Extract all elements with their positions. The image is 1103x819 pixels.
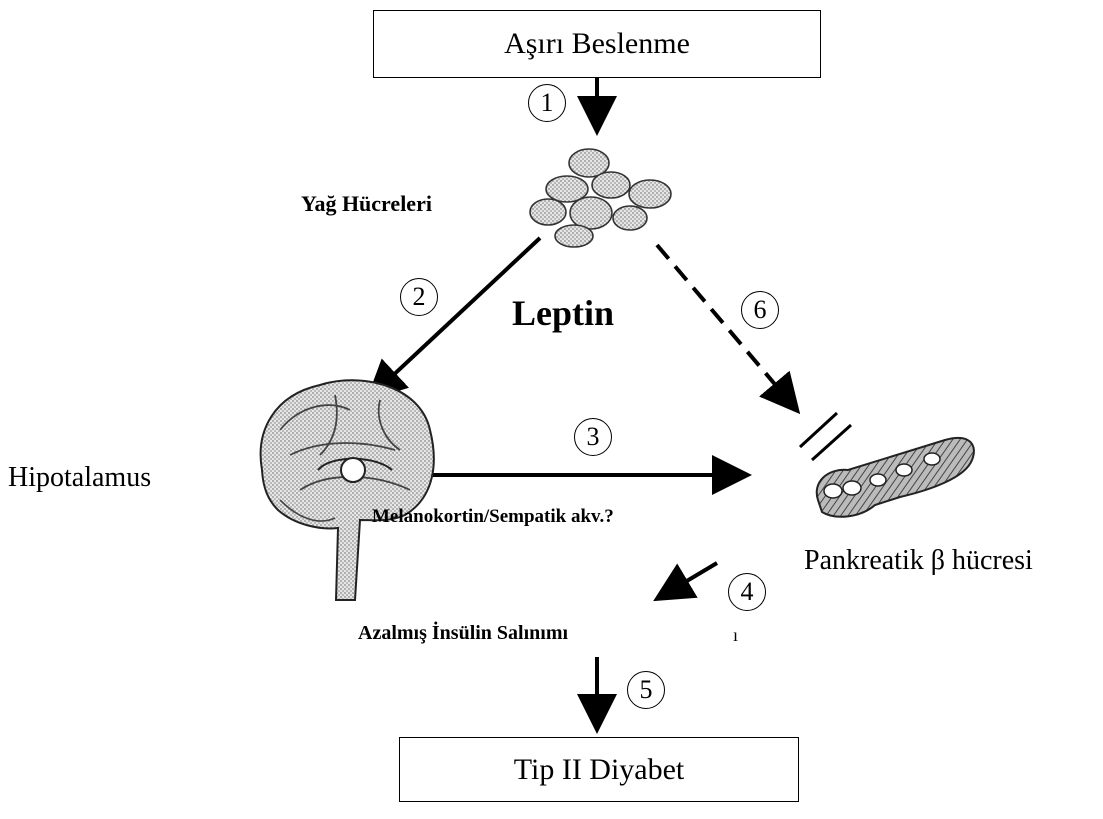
diabetes-box: Tip II Diyabet xyxy=(399,737,799,802)
stray-mark: ı xyxy=(733,625,738,646)
brain-image xyxy=(261,380,434,600)
pancreas-image xyxy=(817,438,974,517)
diabetes-label: Tip II Diyabet xyxy=(514,753,685,787)
fat-cells-image xyxy=(530,149,671,247)
step-6-marker: 6 xyxy=(741,291,779,329)
pancreas-label: Pankreatik β hücresi xyxy=(804,545,1033,577)
step-1-marker: 1 xyxy=(528,84,566,122)
arrow-6 xyxy=(657,245,795,408)
step-4-marker: 4 xyxy=(728,573,766,611)
reduced-insulin-label: Azalmış İnsülin Salınımı xyxy=(358,622,568,645)
step-2-marker: 2 xyxy=(400,278,438,316)
hypothalamus-label: Hipotalamus xyxy=(8,462,151,494)
step-3-marker: 3 xyxy=(574,418,612,456)
melanocortin-label: Melanokortin/Sempatik akv.? xyxy=(372,506,614,528)
overfeeding-label: Aşırı Beslenme xyxy=(504,27,690,61)
leptin-label: Leptin xyxy=(512,292,614,334)
block-mark xyxy=(800,413,851,460)
arrow-4 xyxy=(660,563,717,597)
fat-cells-label: Yağ Hücreleri xyxy=(301,191,432,217)
step-5-marker: 5 xyxy=(627,671,665,709)
overfeeding-box: Aşırı Beslenme xyxy=(373,10,821,78)
